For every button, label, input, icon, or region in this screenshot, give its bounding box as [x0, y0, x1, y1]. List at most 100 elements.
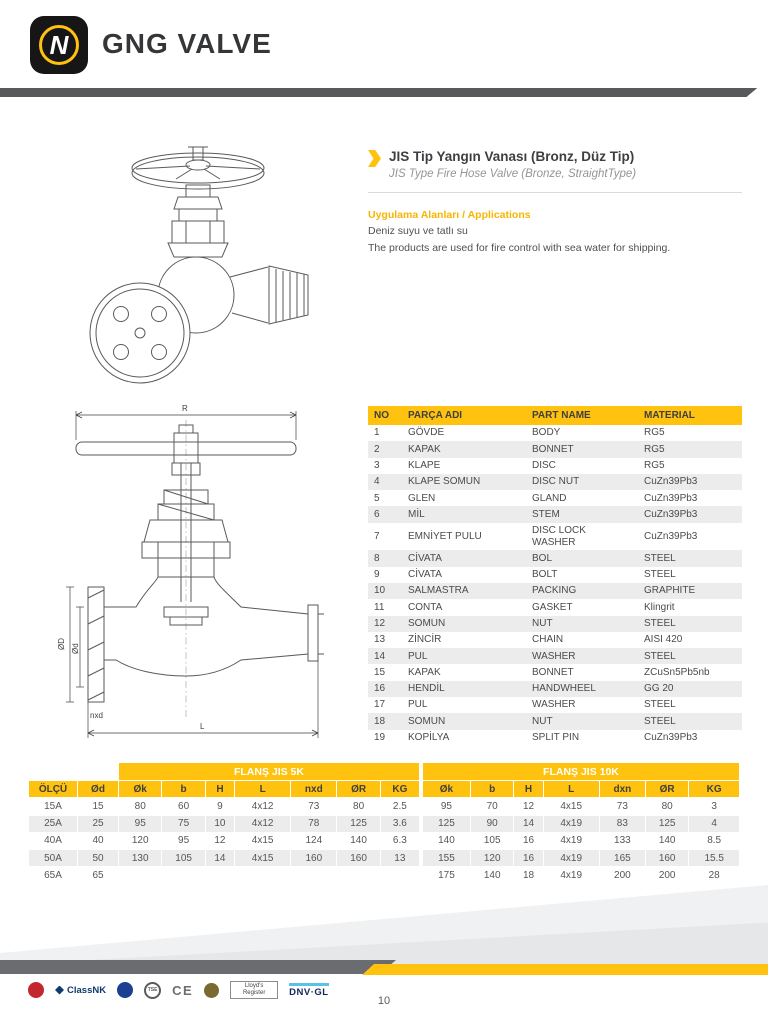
dims-cell: 80	[645, 798, 689, 815]
parts-cell: GRAPHITE	[644, 585, 696, 597]
dims-cell: 160	[645, 849, 689, 867]
dims-cell: 12	[205, 832, 235, 849]
parts-cell: PUL	[408, 699, 428, 711]
parts-header-material: MATERIAL	[638, 406, 742, 425]
brand-logo: N	[30, 16, 88, 74]
parts-cell: BOLT	[532, 569, 558, 581]
parts-cell: 13	[374, 634, 386, 646]
parts-cell: DISC	[532, 459, 556, 471]
parts-cell: KAPAK	[408, 443, 441, 455]
dims-header-10k: b	[470, 781, 514, 798]
applications-heading: Uygulama Alanları / Applications	[368, 209, 531, 222]
dims-cell: 140	[419, 832, 470, 849]
parts-cell: 11	[374, 601, 385, 613]
title-divider	[368, 192, 742, 194]
parts-cell: GÖVDE	[408, 427, 445, 439]
dims-header-10k: KG	[689, 781, 739, 798]
parts-header-parca-adi: PARÇA ADI	[402, 406, 526, 425]
parts-cell: 1	[374, 427, 380, 439]
cert-logo-lloyds: Lloyd's Register	[230, 981, 279, 999]
parts-cell: ZCuSn5Pb5nb	[644, 666, 710, 678]
dims-cell: 120	[119, 832, 162, 849]
parts-cell: 6	[374, 508, 380, 520]
cert-label: Lloyd's Register	[242, 983, 266, 996]
dims-cell	[337, 867, 380, 884]
parts-cell: KAPAK	[408, 666, 441, 678]
dims-cell: 4x12	[235, 798, 291, 815]
cert-logo-dnvgl: DNV·GL	[289, 983, 328, 998]
parts-cell: AISI 420	[644, 634, 683, 646]
dims-header-od: Ød	[78, 781, 118, 798]
dims-cell: 16	[514, 832, 543, 849]
cert-logo-classnk: ClassNK	[55, 985, 106, 996]
dims-cell: 160	[291, 849, 337, 867]
parts-cell: Klingrit	[644, 601, 675, 613]
parts-cell: 9	[374, 569, 380, 581]
parts-cell: 15	[374, 666, 386, 678]
cert-logo-emblem-red	[28, 982, 44, 998]
dims-cell: 4x15	[235, 849, 291, 867]
dims-cell: 40	[78, 832, 118, 849]
dim-label-od-inner: Ød	[71, 643, 80, 654]
parts-cell: 5	[374, 492, 380, 504]
dims-header-10k: dxn	[599, 781, 645, 798]
applications-line-1: Deniz suyu ve tatlı su	[368, 225, 468, 238]
parts-cell: WASHER	[532, 699, 576, 711]
dims-header-olcu: ÖLÇÜ	[29, 781, 77, 798]
parts-cell: 3	[374, 459, 380, 471]
parts-header-no: NO	[368, 406, 402, 425]
parts-cell: PUL	[408, 650, 428, 662]
dims-cell: 125	[337, 815, 380, 832]
page-number: 10	[377, 995, 391, 1007]
dims-header-10k: ØR	[645, 781, 689, 798]
dims-cell: 9	[205, 798, 235, 815]
parts-cell: KLAPE	[408, 459, 441, 471]
dims-cell: 8.5	[689, 832, 739, 849]
product-title-turkish: JIS Tip Yangın Vanası (Bronz, Düz Tip)	[389, 149, 635, 164]
parts-cell: BONNET	[532, 666, 574, 678]
dims-cell: 73	[291, 798, 337, 815]
parts-cell: RG5	[644, 459, 665, 471]
dims-cell: 25A	[29, 815, 77, 832]
dims-cell	[205, 867, 235, 884]
parts-cell: RG5	[644, 427, 665, 439]
parts-cell: PACKING	[532, 585, 577, 597]
parts-cell: 12	[374, 617, 386, 629]
parts-cell: STEEL	[644, 552, 676, 564]
parts-row: 15 KAPAK BONNET ZCuSn5Pb5nb	[368, 664, 742, 680]
brand-name: GNG VALVE	[102, 28, 272, 59]
dim-label-r: R	[182, 404, 188, 413]
dims-header-5k: b	[162, 781, 205, 798]
dims-group-jis5k: FLANŞ JIS 5K	[119, 763, 419, 781]
dims-cell: 130	[119, 849, 162, 867]
dims-cell: 95	[162, 832, 205, 849]
parts-cell: 17	[374, 699, 386, 711]
parts-cell: WASHER	[532, 650, 576, 662]
dims-cell: 40A	[29, 832, 77, 849]
dims-cell: 4x19	[543, 867, 599, 884]
parts-cell: 10	[374, 585, 386, 597]
product-title-english: JIS Type Fire Hose Valve (Bronze, Straig…	[389, 168, 637, 181]
parts-cell: BONNET	[532, 443, 574, 455]
valve-illustration	[80, 105, 315, 405]
parts-cell: NUT	[532, 617, 553, 629]
dims-header-10k: L	[543, 781, 599, 798]
cert-logo-ce: CE	[172, 983, 193, 998]
parts-cell: 18	[374, 715, 386, 727]
dims-cell: 3	[689, 798, 739, 815]
dims-cell: 105	[470, 832, 514, 849]
dims-group-jis10k: FLANŞ JIS 10K	[419, 763, 739, 781]
dims-cell: 6.3	[380, 832, 419, 849]
